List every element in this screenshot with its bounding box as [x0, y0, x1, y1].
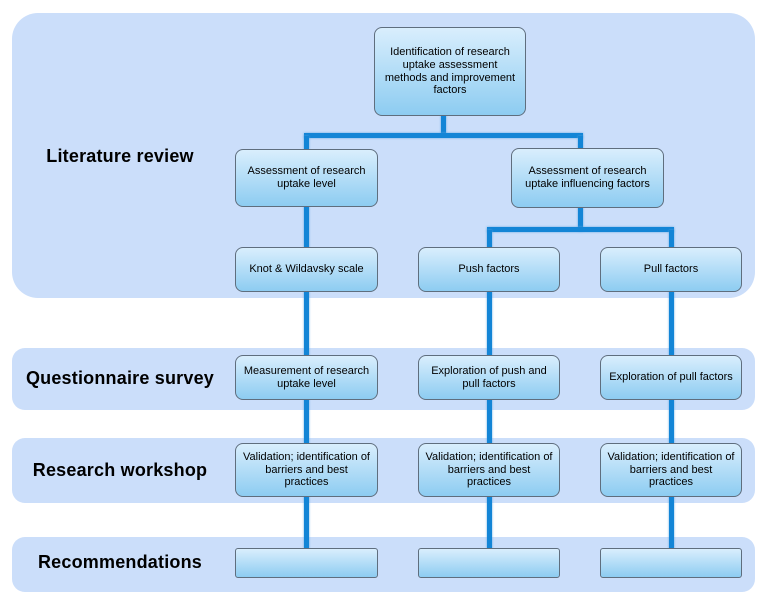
box-measurement-uptake-level: Measurement of research uptake level — [235, 355, 378, 400]
box-recommendation-col2 — [418, 548, 560, 578]
section-label-questionnaire-survey: Questionnaire survey — [25, 368, 215, 388]
connector-col1-to-recommendation — [304, 495, 309, 550]
connector-col3-to-validation — [669, 398, 674, 445]
connector-assessment-to-knot — [304, 205, 309, 249]
section-label-research-workshop: Research workshop — [32, 460, 208, 480]
connector-col2-to-validation — [487, 398, 492, 445]
connector-top-vertical — [441, 114, 446, 136]
connector-horizontal-level2 — [487, 227, 674, 232]
box-assessment-influencing-factors: Assessment of research uptake influencin… — [511, 148, 664, 208]
section-label-literature-review: Literature review — [46, 146, 194, 166]
box-recommendation-col1 — [235, 548, 378, 578]
box-validation-col3: Validation; identification of barriers a… — [600, 443, 742, 497]
box-push-factors: Push factors — [418, 247, 560, 292]
connector-col2-to-recommendation — [487, 495, 492, 550]
box-knot-wildavsky-scale: Knot & Wildavsky scale — [235, 247, 378, 292]
connector-col1-knot-to-measurement — [304, 290, 309, 357]
connector-col3-to-recommendation — [669, 495, 674, 550]
connector-col1-to-validation — [304, 398, 309, 445]
connector-horizontal-level1 — [304, 133, 583, 138]
connector-influencing-down — [578, 206, 583, 231]
box-recommendation-col3 — [600, 548, 742, 578]
box-exploration-push-pull: Exploration of push and pull factors — [418, 355, 560, 400]
box-validation-col2: Validation; identification of barriers a… — [418, 443, 560, 497]
connector-to-assessment-level — [304, 136, 309, 152]
connector-to-assessment-influencing — [578, 136, 583, 152]
box-identification-methods: Identification of research uptake assess… — [374, 27, 526, 116]
connector-col2-push-to-exploration — [487, 290, 492, 357]
connector-col3-pull-to-exploration — [669, 290, 674, 357]
box-validation-col1: Validation; identification of barriers a… — [235, 443, 378, 497]
connector-to-push-factors — [487, 230, 492, 249]
box-pull-factors: Pull factors — [600, 247, 742, 292]
section-label-recommendations: Recommendations — [37, 552, 203, 572]
connector-to-pull-factors — [669, 230, 674, 249]
box-exploration-pull: Exploration of pull factors — [600, 355, 742, 400]
box-assessment-uptake-level: Assessment of research uptake level — [235, 149, 378, 207]
